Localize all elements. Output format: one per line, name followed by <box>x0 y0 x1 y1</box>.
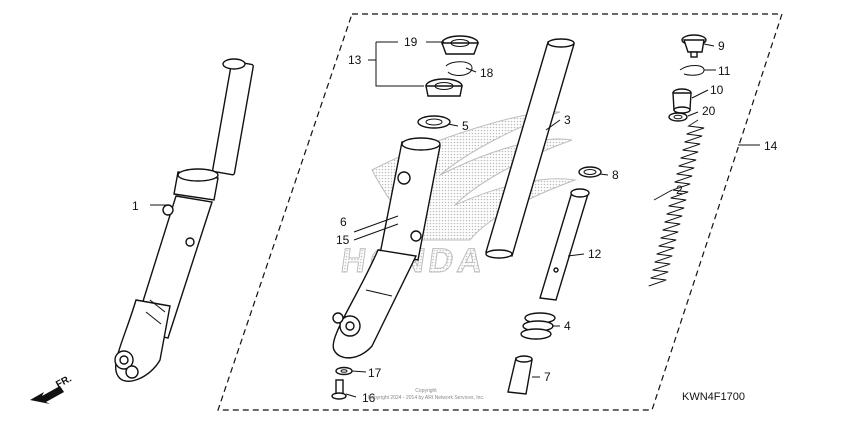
circlip <box>679 65 705 76</box>
diagram-code: KWN4F1700 <box>682 391 745 403</box>
callout-10: 10 <box>710 83 724 97</box>
callout-1: 1 <box>132 199 139 213</box>
callout-8: 8 <box>612 168 619 182</box>
callout-15: 15 <box>336 233 350 247</box>
callout-12: 12 <box>588 247 602 261</box>
bottom-case <box>332 137 441 359</box>
callout-3: 3 <box>564 113 571 127</box>
fork-pipe <box>485 38 575 259</box>
assembly-boundary <box>217 13 783 411</box>
fork-bolt <box>681 34 707 58</box>
dust-seal <box>441 35 479 55</box>
callout-13: 13 <box>348 53 362 67</box>
fork-assembly-left <box>114 58 254 382</box>
copyright-line-2: Copyright 2024 - 2014 by ARI Network Ser… <box>368 395 485 401</box>
front-label: FR. <box>54 373 74 390</box>
front-arrow-icon <box>30 386 64 404</box>
callout-labels: 1 2 3 4 5 6 7 8 9 10 11 12 13 14 15 16 1… <box>132 35 778 405</box>
oil-lock-piece <box>507 355 533 395</box>
callout-5: 5 <box>462 119 469 133</box>
sealing-washer <box>335 366 353 376</box>
rebound-spring <box>520 312 556 340</box>
copyright-line-1: Copyright <box>415 388 437 394</box>
stopper-ring <box>445 61 473 76</box>
callout-9: 9 <box>718 39 725 53</box>
backup-ring <box>417 115 451 129</box>
leader-lines <box>150 41 760 398</box>
spring-collar <box>672 88 692 114</box>
callout-4: 4 <box>564 319 571 333</box>
callout-20: 20 <box>702 104 716 118</box>
oil-seal <box>425 78 463 97</box>
callout-14: 14 <box>764 139 778 153</box>
damper-rod <box>539 188 590 301</box>
piston-ring <box>578 166 602 178</box>
callout-19: 19 <box>404 35 418 49</box>
callout-6: 6 <box>340 215 347 229</box>
callout-17: 17 <box>368 366 382 380</box>
callout-18: 18 <box>480 66 494 80</box>
callout-16: 16 <box>362 391 376 405</box>
callout-11: 11 <box>718 64 731 78</box>
spring-washer <box>668 112 688 122</box>
front-direction-indicator: FR. <box>30 373 74 404</box>
callout-2: 2 <box>676 183 683 197</box>
callout-7: 7 <box>544 370 551 384</box>
socket-bolt <box>331 379 347 400</box>
fork-spring <box>648 119 705 287</box>
